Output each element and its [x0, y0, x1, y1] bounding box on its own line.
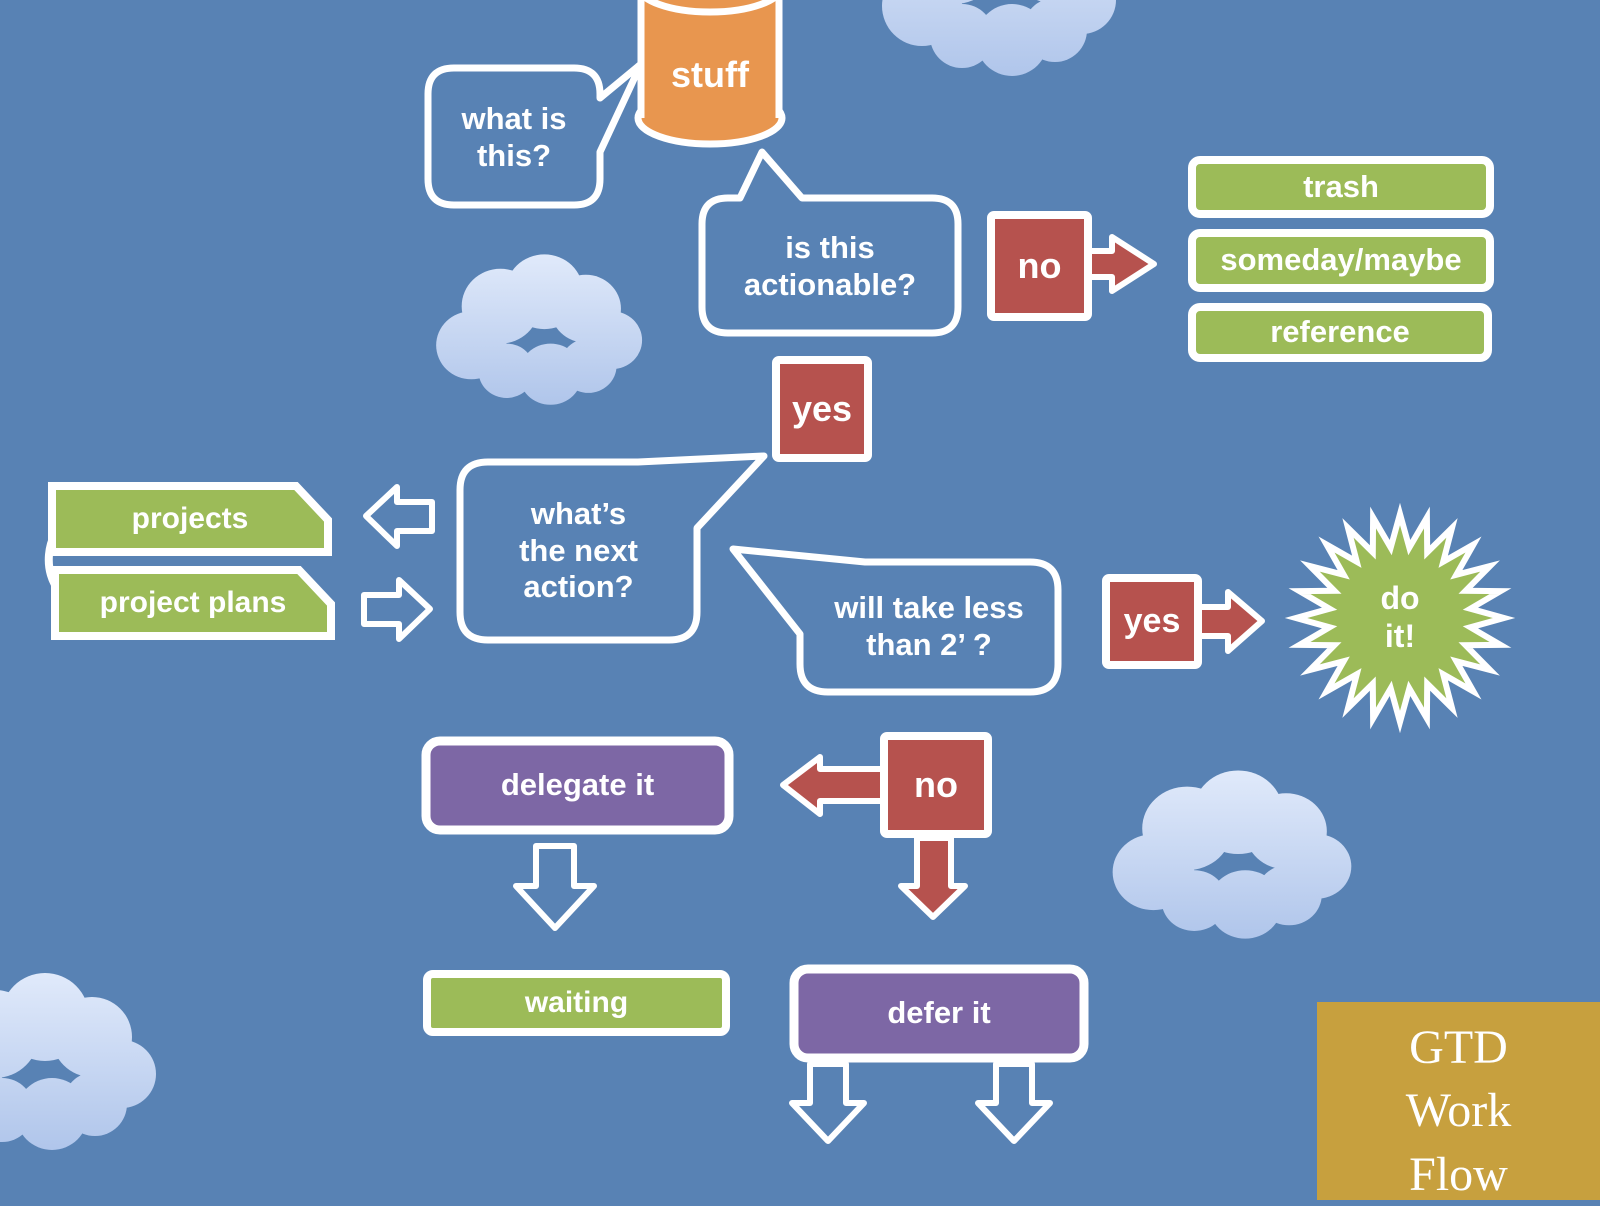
box-waiting — [423, 970, 730, 1036]
arrow-no-to-outcomes-icon — [1085, 234, 1157, 294]
arrow-no-to-delegate-icon — [780, 754, 887, 817]
box-trash — [1188, 156, 1494, 218]
stuff-cylinder — [634, 0, 786, 148]
bubble-will-take-less — [729, 545, 1062, 696]
box-no-over-two-min — [880, 732, 992, 838]
arrow-to-projects-icon — [363, 484, 435, 549]
box-defer-it — [789, 964, 1089, 1063]
title-card: GTD Work Flow — [1317, 1002, 1600, 1201]
box-yes-under-two-min — [1102, 574, 1202, 669]
arrow-delegate-down-icon — [513, 843, 597, 931]
cloud-middle-left-icon — [436, 254, 643, 405]
box-someday-maybe — [1188, 229, 1494, 292]
bubble-is-this-actionable — [698, 148, 962, 337]
bubble-what-is-this — [424, 60, 645, 209]
arrow-yes-to-do-it-icon — [1193, 589, 1265, 654]
arrow-from-project-plans-icon — [361, 577, 433, 642]
starburst-do-it — [1284, 502, 1516, 734]
bubble-whats-next-action — [456, 452, 768, 644]
box-delegate-it — [421, 736, 734, 835]
box-reference — [1188, 303, 1492, 362]
box-project-plans — [51, 566, 335, 640]
arrow-defer-down-left-icon — [789, 1061, 867, 1144]
arrow-no-to-defer-icon — [898, 835, 968, 920]
box-yes-actionable — [772, 356, 872, 462]
cloud-bottom-left-icon — [0, 973, 156, 1150]
arrow-defer-down-right-icon — [975, 1061, 1053, 1144]
box-projects — [48, 482, 332, 556]
cloud-top-right-icon — [882, 0, 1116, 76]
box-no-not-actionable — [987, 211, 1092, 321]
cloud-right-icon — [1112, 770, 1352, 939]
title-card-text: GTD Work Flow — [1405, 1021, 1512, 1201]
